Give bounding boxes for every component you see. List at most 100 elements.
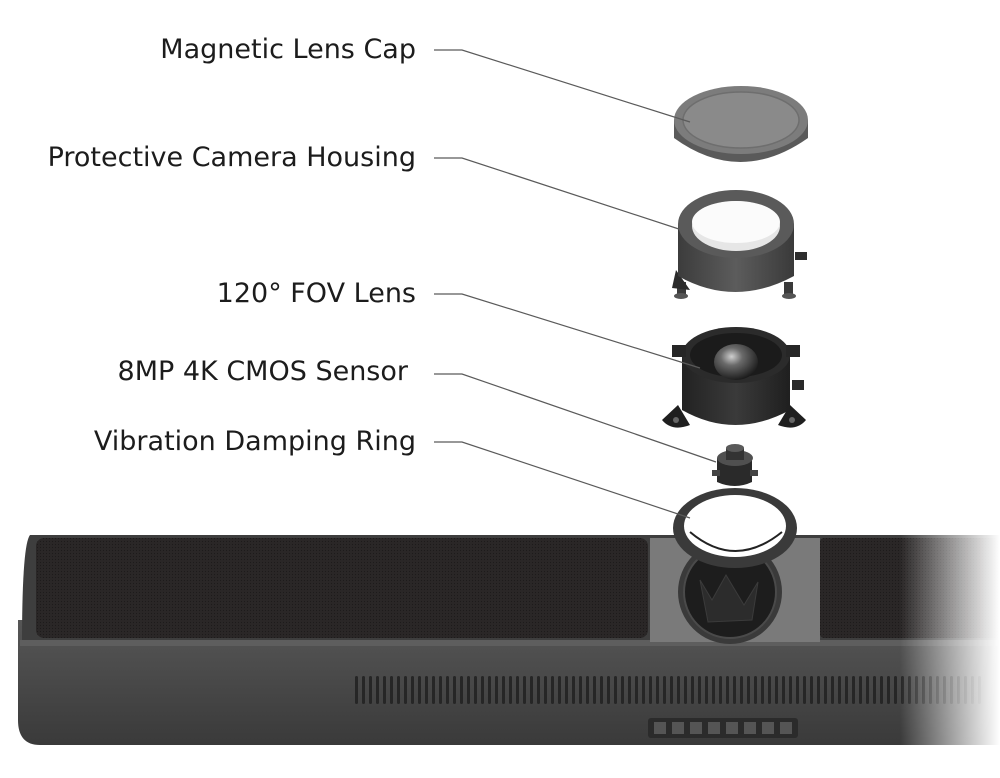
vent-slot [628,676,631,704]
vent-slot [887,676,890,704]
vent-slot [677,676,680,704]
vent-slot [754,676,757,704]
vent-slot [831,676,834,704]
vent-slot [481,676,484,704]
vent-slot [530,676,533,704]
vent-slot [565,676,568,704]
leader-line-housing [434,157,689,233]
label-magnetic-lens-cap: Magnetic Lens Cap [160,34,416,65]
vent-slot [369,676,372,704]
camera-panel [650,538,820,644]
vent-slot [446,676,449,704]
vent-slot [537,676,540,704]
vent-slot [845,676,848,704]
vent-slot [656,676,659,704]
vent-slot [544,676,547,704]
vent-slot [404,676,407,704]
protective-housing [672,190,807,299]
vent-slot [803,676,806,704]
vent-slot [425,676,428,704]
bottom-port [648,718,798,738]
port-slot [780,722,792,734]
vent-slot [663,676,666,704]
leader-line-ring [434,441,691,519]
vent-slot [796,676,799,704]
fov-lens [662,327,806,428]
callout-cmos-sensor: 8MP 4K CMOS Sensor [118,356,717,463]
vent-slot [516,676,519,704]
label-protective-housing: Protective Camera Housing [48,142,416,173]
vent-slot [579,676,582,704]
vent-slot [726,676,729,704]
vent-slot [817,676,820,704]
vent-slot [614,676,617,704]
port-slot [690,722,702,734]
port-slot [708,722,720,734]
vent-slot [523,676,526,704]
vibration-damping-ring [673,488,797,568]
callout-damping-ring: Vibration Damping Ring [94,426,691,519]
vent-slot [824,676,827,704]
vent-slot [775,676,778,704]
vent-slot [642,676,645,704]
vent-slot [852,676,855,704]
vent-slot [390,676,393,704]
vent-slot [551,676,554,704]
vent-slot [572,676,575,704]
leader-line-lens [434,293,701,369]
vent-slot [607,676,610,704]
vent-slot [460,676,463,704]
label-damping-ring: Vibration Damping Ring [94,426,416,457]
vent-slot [768,676,771,704]
callout-protective-housing: Protective Camera Housing [48,142,689,233]
port-slot [654,722,666,734]
vent-slot [719,676,722,704]
vent-slot [838,676,841,704]
vent-slot [355,676,358,704]
leader-line-sensor [434,373,717,463]
vent-slot [600,676,603,704]
vent-slot [705,676,708,704]
vent-slot [649,676,652,704]
vent-slot [740,676,743,704]
cmos-sensor [712,444,758,486]
vent-slot [880,676,883,704]
vent-slot [467,676,470,704]
vent-slot [509,676,512,704]
vent-slot [362,676,365,704]
vent-slot [866,676,869,704]
label-fov-lens: 120° FOV Lens [217,278,416,309]
vent-slot [789,676,792,704]
vent-slot [894,676,897,704]
vent-slot [761,676,764,704]
vent-slot [418,676,421,704]
vent-slot [453,676,456,704]
vent-slot [495,676,498,704]
vent-slot [586,676,589,704]
port-slot [726,722,738,734]
vent-slot [397,676,400,704]
callout-fov-lens: 120° FOV Lens [217,278,701,369]
vent-slot [488,676,491,704]
vent-slot [670,676,673,704]
vent-slot [621,676,624,704]
magnetic-lens-cap [674,86,808,162]
vent-slot [593,676,596,704]
port-slot [744,722,756,734]
vent-slot [635,676,638,704]
vent-slot [859,676,862,704]
vent-slot [698,676,701,704]
vent-slot [439,676,442,704]
vent-slot [684,676,687,704]
vent-slot [873,676,876,704]
label-cmos-sensor: 8MP 4K CMOS Sensor [118,356,409,387]
callout-magnetic-lens-cap: Magnetic Lens Cap [160,34,691,123]
vent-slot [733,676,736,704]
vent-slot [502,676,505,704]
vent-slot [558,676,561,704]
vent-slot [782,676,785,704]
leader-line-cap [434,49,691,123]
vent-slot [411,676,414,704]
vent-slot [712,676,715,704]
